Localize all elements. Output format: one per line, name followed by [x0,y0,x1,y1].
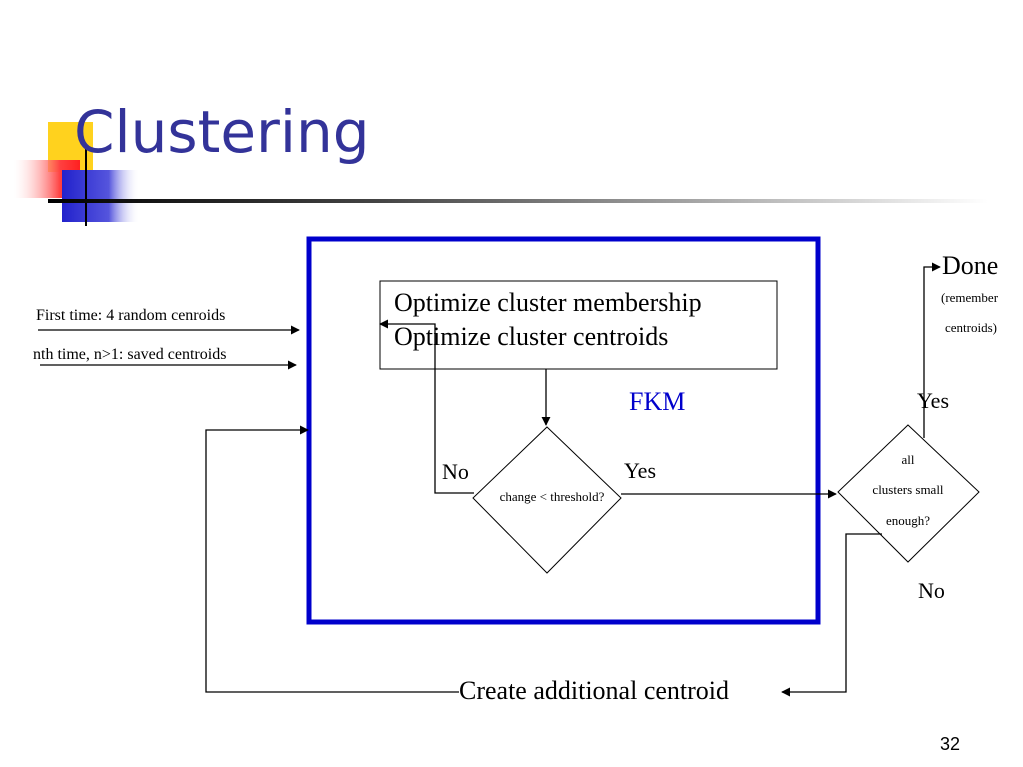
title-rule [48,199,988,203]
optimize-box [379,280,778,370]
create-centroid-loop-arrow [205,425,459,693]
threshold-no-loop-arrow [379,319,474,494]
threshold-no-label: No [442,459,469,484]
clusters-yes-arrow [923,262,941,438]
fkm-label: FKM [629,387,685,416]
threshold-yes-label: Yes [624,458,656,483]
logo-blue-bar [62,170,140,222]
title-logo [14,122,140,226]
page-title: Clustering [74,98,370,166]
optimize-membership-text: Optimize cluster membership [394,288,702,317]
threshold-decision-diamond [472,426,622,574]
done-note-line1: (remember [941,290,999,305]
done-note-line2: centroids) [945,320,997,335]
page-number: 32 [940,734,960,754]
create-centroid-text: Create additional centroid [459,676,729,705]
optimize-centroids-text: Optimize cluster centroids [394,322,668,351]
clusters-decision-line3: enough? [886,513,930,528]
clusters-no-arrow [781,533,882,697]
input-nth-time-label: nth time, n>1: saved centroids [33,346,226,363]
clusters-no-label: No [918,578,945,603]
clusters-decision-line1: all [902,452,915,467]
done-label: Done [942,251,998,280]
clusters-yes-label: Yes [917,388,949,413]
input-first-time-label: First time: 4 random cenroids [36,307,225,324]
fkm-frame [306,236,821,625]
threshold-decision-text: change < threshold? [500,489,605,504]
clusters-decision-line2: clusters small [872,482,944,497]
clusters-decision-diamond [837,424,980,563]
